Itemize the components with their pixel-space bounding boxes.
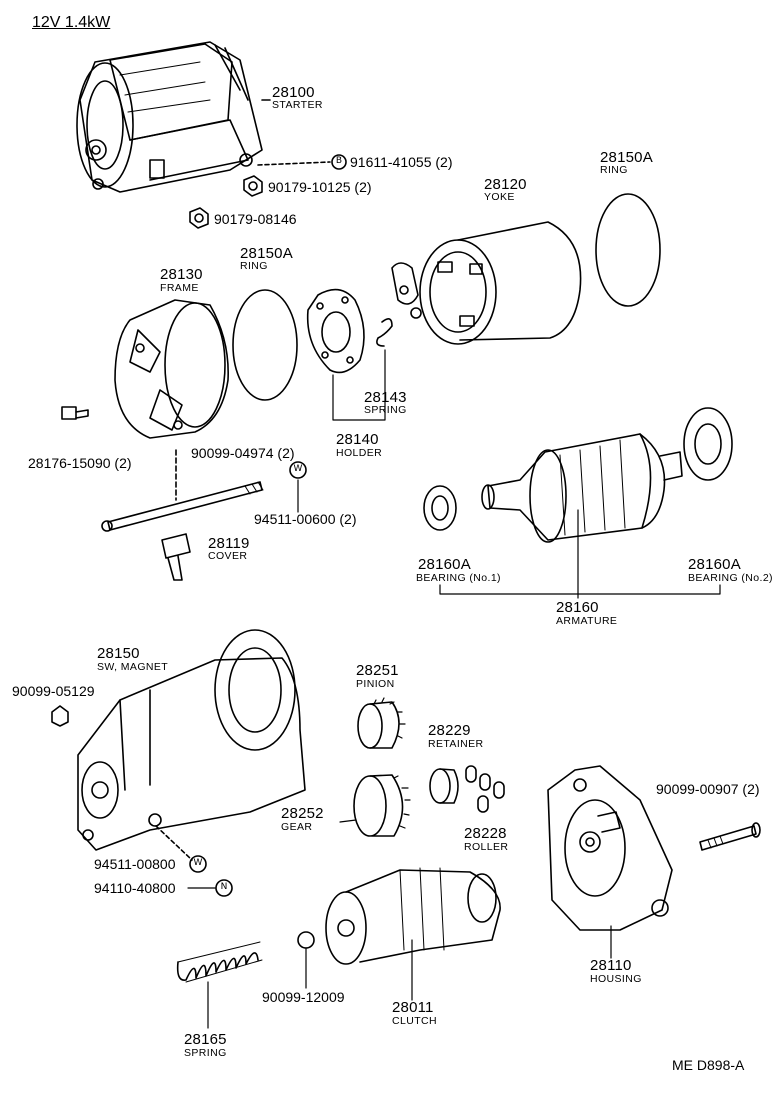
nut-90179-10125-icon bbox=[243, 175, 263, 197]
pinion-drawing bbox=[357, 697, 406, 749]
clutch-drawing bbox=[325, 867, 501, 965]
spring-28143-drawing bbox=[376, 318, 393, 347]
spring-28143-part-name: SPRING bbox=[364, 404, 407, 416]
ring-mid-part-number: 28150A bbox=[240, 245, 293, 262]
bearing-no2-part-number: 28160A bbox=[688, 556, 741, 573]
washer-94511-00800-label: 94511-00800 bbox=[94, 856, 176, 872]
gear-part-name: GEAR bbox=[281, 821, 313, 833]
nut-94110-40800-symbol bbox=[215, 879, 233, 897]
nut-90099-05129-label: 90099-05129 bbox=[12, 683, 95, 699]
cover-28119-drawing bbox=[161, 533, 191, 581]
bearing-no1-part-number: 28160A bbox=[418, 556, 471, 573]
bolt-90099-00907-drawing bbox=[699, 822, 761, 851]
bearing-bracket bbox=[439, 584, 721, 595]
washer-w-symbol: W bbox=[293, 464, 303, 474]
nut-90179-08146-label: 90179-08146 bbox=[214, 211, 297, 227]
nut-94110-40800-label: 94110-40800 bbox=[94, 880, 176, 896]
starter-leader bbox=[257, 161, 331, 166]
bolt-90099-04974-label: 90099-04974 (2) bbox=[191, 445, 295, 461]
bearing-no1-part-name: BEARING (No.1) bbox=[416, 572, 501, 584]
armature-drawing bbox=[481, 433, 683, 543]
housing-part-number: 28110 bbox=[590, 957, 632, 974]
holder-bracket-leader bbox=[332, 349, 386, 421]
washer-94511-00600-symbol bbox=[289, 461, 307, 479]
armature-part-name: ARMATURE bbox=[556, 615, 618, 627]
armature-part-number: 28160 bbox=[556, 599, 599, 616]
bolt-91611-label: 91611-41055 (2) bbox=[350, 154, 453, 170]
bolt-90099-00907-label: 90099-00907 (2) bbox=[656, 781, 760, 797]
magnet-switch-part-number: 28150 bbox=[97, 645, 140, 662]
washer-94511-00600-label: 94511-00600 (2) bbox=[254, 511, 357, 527]
through-bolt-drawing bbox=[101, 481, 264, 532]
holder-drawing bbox=[306, 288, 365, 374]
bolt-b-symbol-ring bbox=[331, 154, 347, 170]
yoke-drawing bbox=[391, 221, 582, 345]
roller-drawing bbox=[465, 765, 505, 813]
retainer-drawing bbox=[429, 768, 459, 804]
nut-90179-08146-icon bbox=[189, 207, 209, 229]
magnet-switch-drawing bbox=[77, 629, 306, 851]
spring-28143-part-number: 28143 bbox=[364, 389, 407, 406]
washer-94511-00800-symbol bbox=[189, 855, 207, 873]
diagram-title: 12V 1.4kW bbox=[32, 14, 111, 31]
retainer-part-number: 28229 bbox=[428, 722, 471, 739]
cover-part-name: COVER bbox=[208, 550, 248, 562]
spring-28165-part-name: SPRING bbox=[184, 1047, 227, 1059]
washer-w-symbol-2: W bbox=[193, 858, 203, 868]
bearing-no2-part-name: BEARING (No.2) bbox=[688, 572, 773, 584]
pinion-part-name: PINION bbox=[356, 678, 395, 690]
nut-90179-10125-label: 90179-10125 (2) bbox=[268, 179, 372, 195]
spring-28165-drawing bbox=[176, 941, 263, 983]
nut-n-symbol: N bbox=[220, 882, 228, 892]
retainer-part-name: RETAINER bbox=[428, 738, 484, 750]
roller-part-number: 28228 bbox=[464, 825, 507, 842]
bearing-no1-drawing bbox=[423, 485, 457, 531]
magnet-leader bbox=[155, 825, 193, 861]
frame-part-number: 28130 bbox=[160, 266, 203, 283]
starter-part-number: 28100 bbox=[272, 84, 315, 101]
clutch-part-number: 28011 bbox=[392, 999, 434, 1016]
cover-part-number: 28119 bbox=[208, 535, 250, 552]
ring-mid-part-name: RING bbox=[240, 260, 268, 272]
ball-90099-12009-drawing bbox=[297, 931, 315, 949]
gear-28252-drawing bbox=[339, 774, 411, 837]
plug-28176-drawing bbox=[61, 406, 89, 420]
ring-top-part-name: RING bbox=[600, 164, 628, 176]
holder-part-name: HOLDER bbox=[336, 447, 383, 459]
yoke-part-name: YOKE bbox=[484, 191, 515, 203]
ring-top-drawing bbox=[595, 193, 661, 307]
bearing-no2-drawing bbox=[683, 407, 733, 481]
clutch-part-name: CLUTCH bbox=[392, 1015, 437, 1027]
roller-part-name: ROLLER bbox=[464, 841, 509, 853]
plug-28176-label: 28176-15090 (2) bbox=[28, 455, 132, 471]
ring-mid-drawing bbox=[232, 289, 298, 401]
yoke-part-number: 28120 bbox=[484, 176, 527, 193]
gear-part-number: 28252 bbox=[281, 805, 324, 822]
ball-90099-12009-label: 90099-12009 bbox=[262, 989, 345, 1005]
ring-top-part-number: 28150A bbox=[600, 149, 653, 166]
frame-drawing bbox=[114, 299, 229, 439]
housing-drawing bbox=[547, 765, 673, 931]
diagram-code: ME D898-A bbox=[672, 1057, 745, 1073]
frame-part-name: FRAME bbox=[160, 282, 199, 294]
bolt-b-symbol: B bbox=[335, 156, 343, 166]
pinion-part-number: 28251 bbox=[356, 662, 399, 679]
spring-28165-part-number: 28165 bbox=[184, 1031, 227, 1048]
housing-part-name: HOUSING bbox=[590, 973, 642, 985]
holder-part-number: 28140 bbox=[336, 431, 379, 448]
magnet-switch-part-name: SW, MAGNET bbox=[97, 661, 169, 673]
starter-assembly-drawing bbox=[76, 41, 263, 193]
starter-part-name: STARTER bbox=[272, 99, 323, 111]
nut-90099-05129-icon bbox=[51, 705, 69, 727]
